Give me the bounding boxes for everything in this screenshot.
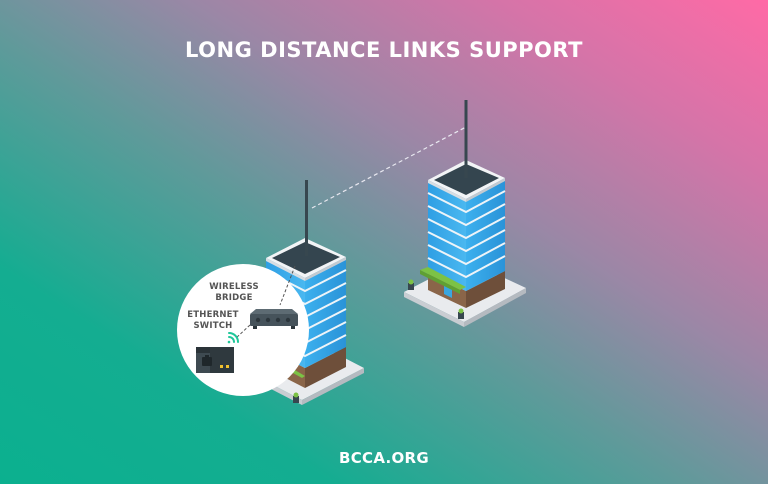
ethernet-switch-label-line1: ETHERNET <box>187 310 239 320</box>
site-watermark: BCCA.ORG <box>338 449 430 467</box>
ethernet-switch-label-line2: SWITCH <box>193 321 233 331</box>
wifi-icon <box>227 332 239 344</box>
wireless-bridge-label-line1: WIRELESS <box>209 282 259 292</box>
page-title: LONG DISTANCE LINKS SUPPORT <box>185 38 583 62</box>
wireless-bridge-label: WIRELESS BRIDGE <box>204 282 264 304</box>
ethernet-switch-device-icon <box>196 347 234 373</box>
wireless-link-line <box>311 126 467 209</box>
ethernet-switch-label: ETHERNET SWITCH <box>184 310 242 332</box>
right-building <box>404 100 526 327</box>
wireless-bridge-label-line2: BRIDGE <box>215 293 253 303</box>
wireless-bridge-device-icon <box>250 309 298 329</box>
